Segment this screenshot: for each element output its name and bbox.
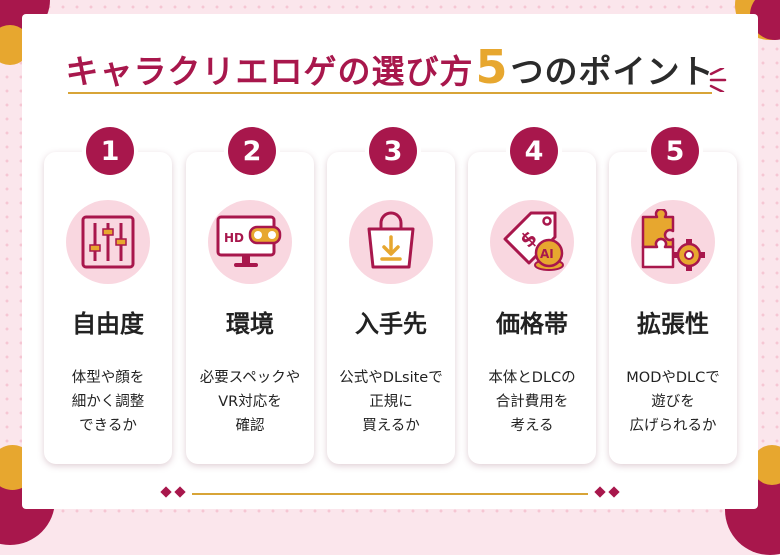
- point-card-1: 自由度 体型や顔を 細かく調整 できるか: [44, 152, 172, 464]
- coin-label: AI: [540, 247, 554, 261]
- bottom-divider-line: [192, 493, 588, 495]
- point-card-2: HD 環境 必要スペックや VR対応を 確認: [186, 152, 314, 464]
- card-title: 価格帯: [496, 310, 568, 338]
- title-number: 5: [475, 40, 509, 94]
- card-title: 自由度: [72, 310, 144, 338]
- card-description: 必要スペックや VR対応を 確認: [199, 370, 301, 434]
- point-card-5: 拡張性 MODやDLCで 遊びを 広げられるか: [609, 152, 737, 464]
- sliders-icon: [81, 215, 135, 269]
- card-description: MODやDLCで 遊びを 広げられるか: [626, 370, 720, 434]
- page-title: キャラクリエロゲの選び方 5 つのポイント: [0, 40, 780, 94]
- icon-circle: $ AI: [490, 200, 574, 284]
- number-badge-4: 4: [510, 127, 558, 175]
- icon-circle: [66, 200, 150, 284]
- number-badge-2: 2: [228, 127, 276, 175]
- number-badge-5: 5: [651, 127, 699, 175]
- number-badge-1: 1: [86, 127, 134, 175]
- card-description: 公式やDLsiteで 正規に 買えるか: [339, 370, 443, 434]
- spark-lines-icon: [709, 68, 727, 92]
- icon-circle: HD: [208, 200, 292, 284]
- monitor-vr-icon: HD: [216, 215, 282, 267]
- number-badge-3: 3: [369, 127, 417, 175]
- title-underline: [68, 92, 712, 94]
- title-part-1: キャラクリエロゲの選び方: [65, 52, 474, 91]
- card-title: 拡張性: [637, 310, 709, 338]
- title-part-2: つのポイント: [510, 52, 715, 91]
- card-title: 入手先: [355, 310, 427, 338]
- point-card-4: $ AI 価格帯 本体とDLCの 合計費用を 考える: [468, 152, 596, 464]
- puzzle-gear-icon: [641, 209, 705, 271]
- monitor-hd-label: HD: [224, 231, 244, 245]
- point-card-3: 入手先 公式やDLsiteで 正規に 買えるか: [327, 152, 455, 464]
- icon-circle: [349, 200, 433, 284]
- card-description: 本体とDLCの 合計費用を 考える: [488, 370, 576, 434]
- card-title: 環境: [226, 310, 274, 338]
- card-description: 体型や顔を 細かく調整 できるか: [71, 370, 145, 434]
- price-tag-coins-icon: $ AI: [503, 211, 564, 271]
- shopping-bag-download-icon: [367, 211, 415, 269]
- icon-circle: [631, 200, 715, 284]
